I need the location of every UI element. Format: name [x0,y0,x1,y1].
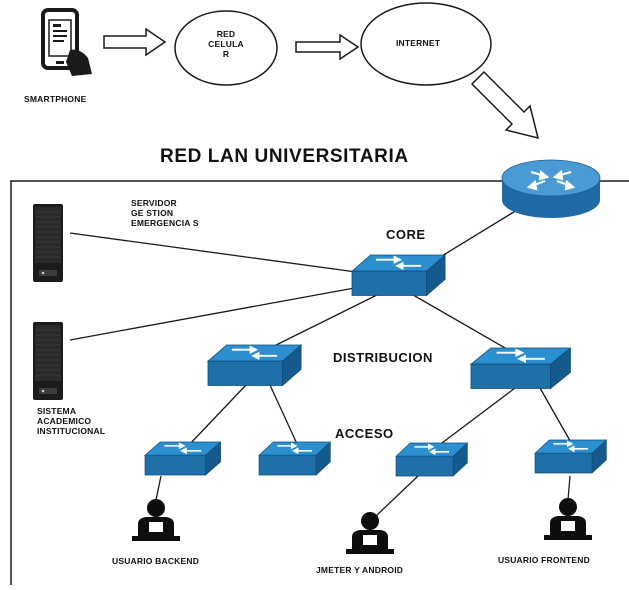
sistema-label: SISTEMA ACADEMICO INSTITUCIONAL [37,406,106,436]
lan-boundary [10,180,629,585]
servidor-label: SERVIDOR GE STION EMERGENCIA S [131,198,199,228]
user-icon [132,499,180,541]
internet-node [360,2,492,86]
switch-icon [470,347,572,390]
router-icon [501,159,601,218]
arrow-internet-to-router [470,70,540,140]
user-icon [544,498,592,540]
red-celular-node [174,10,278,86]
user-icon [346,512,394,554]
smartphone-icon [41,8,92,76]
switch-icon [144,441,222,476]
arrow-phone-to-cellular [103,27,167,57]
red-celular-label: RED CELULA R [208,29,244,59]
switch-icon [395,442,469,477]
arrow-cellular-to-internet [295,33,360,61]
smartphone-label: SMARTPHONE [24,94,87,104]
usuario-frontend-label: USUARIO FRONTEND [498,555,590,565]
switch-icon [351,254,447,297]
jmeter-android-label: JMETER Y ANDROID [316,565,404,575]
server-icon [32,203,64,283]
internet-label: INTERNET [396,38,441,48]
lan-title: RED LAN UNIVERSITARIA [160,146,409,167]
usuario-backend-label: USUARIO BACKEND [112,556,200,566]
network-links [69,195,574,517]
acceso-label: ACCESO [335,426,394,441]
switch-icon [258,441,332,476]
switch-icon [534,439,608,474]
core-label: CORE [386,227,426,242]
switch-icon [207,344,303,387]
distribucion-label: DISTRIBUCION [333,350,433,365]
server-icon [32,321,64,401]
